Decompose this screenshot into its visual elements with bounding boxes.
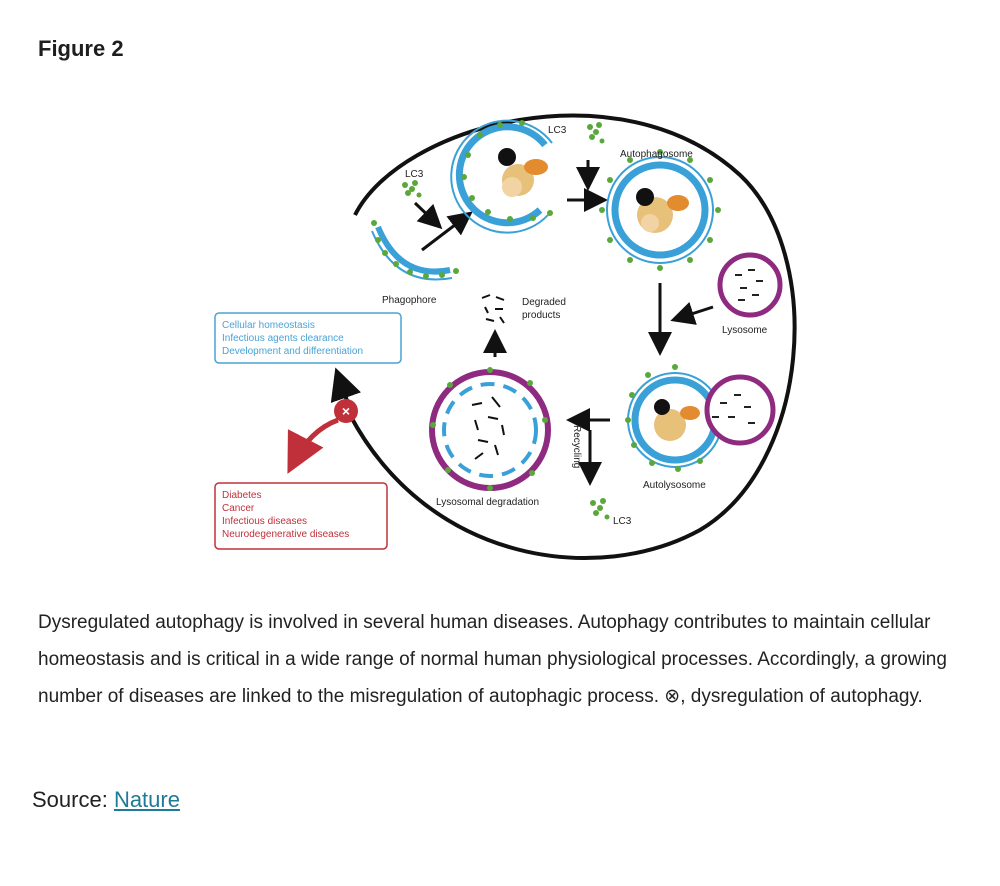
arrow-lysosome-to-autolysosome (670, 302, 714, 325)
normal-item-2: Infectious agents clearance (222, 333, 344, 344)
phagophore-label: Phagophore (382, 295, 437, 306)
autolysosome-label: Autolysosome (643, 480, 706, 491)
lysosome (717, 252, 783, 318)
disease-item-4: Neurodegenerative diseases (222, 529, 349, 540)
normal-item-1: Cellular homeostasis (222, 320, 315, 331)
degraded-label-2: products (522, 310, 560, 321)
lysosome-label: Lysosome (722, 325, 768, 336)
autophagosome (599, 149, 721, 271)
svg-text:×: × (342, 403, 350, 419)
lc3-cluster-left (402, 180, 422, 198)
figure-title: Figure 2 (38, 36, 124, 61)
arrow-lc3-to-phagophore (413, 201, 443, 230)
lc3-cluster-top (587, 122, 605, 144)
lc3-label-left: LC3 (405, 169, 424, 180)
autophagy-diagram-svg: LC3 LC3 (214, 113, 797, 560)
degraded-label-1: Degraded (522, 297, 566, 308)
lysosomal-degradation (429, 367, 551, 491)
figure-caption: Dysregulated autophagy is involved in se… (38, 612, 947, 707)
disease-item-3: Infectious diseases (222, 516, 307, 527)
lysosomal-degradation-label: Lysosomal degradation (436, 497, 539, 508)
normal-outcomes-box: Cellular homeostasis Infectious agents c… (214, 312, 402, 364)
forming-autophagosome (450, 119, 553, 234)
degraded-products (481, 294, 505, 324)
disease-box: Diabetes Cancer Infectious diseases Neur… (214, 482, 388, 550)
autophagy-diagram: LC3 LC3 (200, 85, 810, 565)
lc3-cluster-bottom (590, 498, 610, 520)
lc3-label-top: LC3 (548, 125, 567, 136)
disease-item-1: Diabetes (222, 490, 261, 501)
arrow-to-diseases (287, 417, 339, 474)
autophagosome-label: Autophagosome (620, 149, 693, 160)
source-link[interactable]: Nature (113, 787, 180, 812)
source-line: Source: Nature (32, 787, 180, 813)
phagophore (371, 220, 459, 281)
lc3-label-bottom: LC3 (613, 516, 632, 527)
dysregulation-icon: × (334, 399, 358, 423)
normal-item-3: Development and differentiation (222, 346, 363, 357)
arrow-phagophore-to-forming (421, 211, 473, 252)
source-prefix: Source: (32, 787, 114, 812)
recycling-label: Recycling (571, 425, 582, 468)
autolysosome (625, 364, 776, 472)
disease-item-2: Cancer (222, 503, 255, 514)
